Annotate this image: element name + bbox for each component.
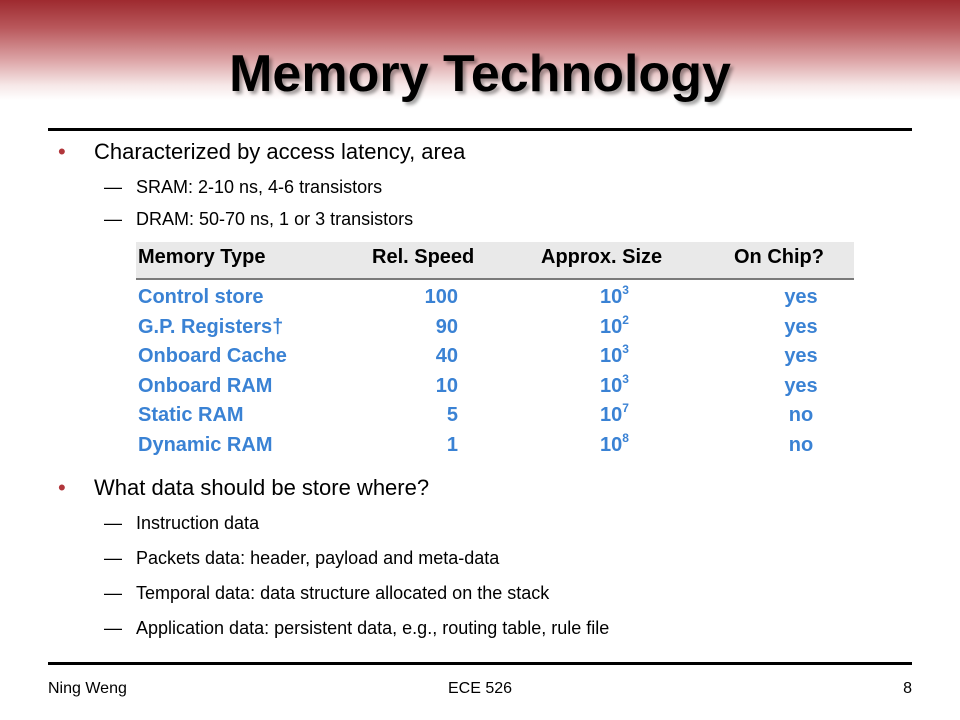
table-row: Onboard RAM 10 103 yes [136, 371, 854, 403]
size-cell: 103 [600, 342, 629, 368]
memory-table: Memory Type Rel. Speed Approx. Size On C… [136, 242, 854, 462]
on-chip-cell: no [788, 433, 814, 456]
speed-cell: 10 [435, 374, 458, 397]
table-header-cell: Approx. Size [541, 246, 663, 268]
sub-item: — DRAM: 50-70 ns, 1 or 3 transistors [104, 207, 413, 231]
speed-cell: 1 [446, 433, 458, 456]
footer-author: Ning Weng [48, 680, 127, 697]
dash-glyph: — [104, 177, 122, 197]
table-header: Memory Type Rel. Speed Approx. Size On C… [136, 242, 854, 280]
sub-item: — Temporal data: data structure allocated… [104, 581, 549, 605]
memory-type-cell: Onboard Cache [138, 345, 287, 368]
sub-item-text: Instruction data [136, 513, 260, 533]
dash-glyph: — [104, 209, 122, 229]
table-row: Dynamic RAM 1 108 no [136, 430, 854, 462]
bullet-item: • What data should be store where? [58, 474, 429, 502]
sub-item-text: DRAM: 50-70 ns, 1 or 3 transistors [136, 209, 414, 229]
top-divider [48, 128, 912, 131]
size-cell: 108 [600, 430, 629, 457]
size-cell: 102 [600, 312, 629, 339]
table-header-cell: On Chip? [734, 246, 824, 268]
bottom-divider [48, 662, 912, 665]
size-exponent: 3 [622, 371, 629, 386]
memory-type-cell: Control store [138, 286, 264, 308]
sub-item: — Packets data: header, payload and meta-… [104, 546, 499, 570]
dash-glyph: — [104, 583, 122, 603]
bullet-text: Characterized by access latency, area [94, 139, 466, 164]
size-exponent: 7 [622, 401, 629, 416]
sub-item: — Instruction data [104, 511, 259, 535]
speed-cell: 5 [446, 404, 458, 427]
title-banner [0, 0, 960, 100]
sub-item-text: SRAM: 2-10 ns, 4-6 transistors [136, 177, 383, 197]
on-chip-cell: yes [784, 286, 818, 308]
sub-item-text: Application data: persistent data, e.g.,… [136, 618, 610, 638]
bullet-item: • Characterized by access latency, area [58, 138, 465, 166]
speed-cell: 90 [435, 315, 458, 338]
table-row: Onboard Cache 40 103 yes [136, 342, 854, 373]
sub-item-text: Temporal data: data structure allocated … [136, 583, 550, 603]
sub-item: — Application data: persistent data, e.g.… [104, 616, 609, 640]
size-exponent: 3 [622, 342, 629, 357]
size-exponent: 2 [622, 312, 629, 327]
size-base: 10 [600, 433, 623, 456]
size-cell: 103 [600, 371, 629, 398]
size-base: 10 [600, 315, 623, 338]
dash-glyph: — [104, 548, 122, 568]
footer-course: ECE 526 [447, 680, 513, 697]
dash-glyph: — [104, 513, 122, 533]
table-row: Static RAM 5 107 no [136, 401, 854, 432]
sub-item-text: Packets data: header, payload and meta-d… [136, 548, 500, 568]
dash-glyph: — [104, 618, 122, 638]
memory-type-cell: G.P. Registers† [138, 315, 284, 338]
bullet-glyph: • [58, 475, 66, 500]
slide-title: Memory Technology [229, 45, 731, 103]
on-chip-cell: yes [784, 345, 818, 368]
speed-cell: 100 [424, 286, 458, 308]
table-row: Control store 100 103 yes [136, 283, 854, 314]
size-base: 10 [600, 374, 623, 397]
footer-page-number: 8 [903, 680, 912, 697]
size-exponent: 8 [622, 430, 629, 445]
table-header-cell: Rel. Speed [372, 246, 475, 268]
on-chip-cell: no [788, 404, 814, 427]
size-cell: 103 [600, 283, 629, 309]
sub-item: — SRAM: 2-10 ns, 4-6 transistors [104, 175, 382, 199]
speed-cell: 40 [435, 345, 458, 368]
size-base: 10 [600, 286, 623, 308]
on-chip-cell: yes [784, 315, 818, 338]
memory-type-cell: Onboard RAM [138, 374, 273, 397]
table-row: G.P. Registers† 90 102 yes [136, 312, 854, 344]
on-chip-cell: yes [784, 374, 818, 397]
size-base: 10 [600, 404, 623, 427]
bullet-glyph: • [58, 139, 66, 164]
memory-type-cell: Dynamic RAM [138, 433, 273, 456]
table-header-cell: Memory Type [138, 246, 266, 268]
size-cell: 107 [600, 401, 629, 427]
bullet-text: What data should be store where? [94, 475, 430, 500]
size-base: 10 [600, 345, 623, 368]
memory-type-cell: Static RAM [138, 404, 244, 427]
size-exponent: 3 [622, 283, 629, 297]
